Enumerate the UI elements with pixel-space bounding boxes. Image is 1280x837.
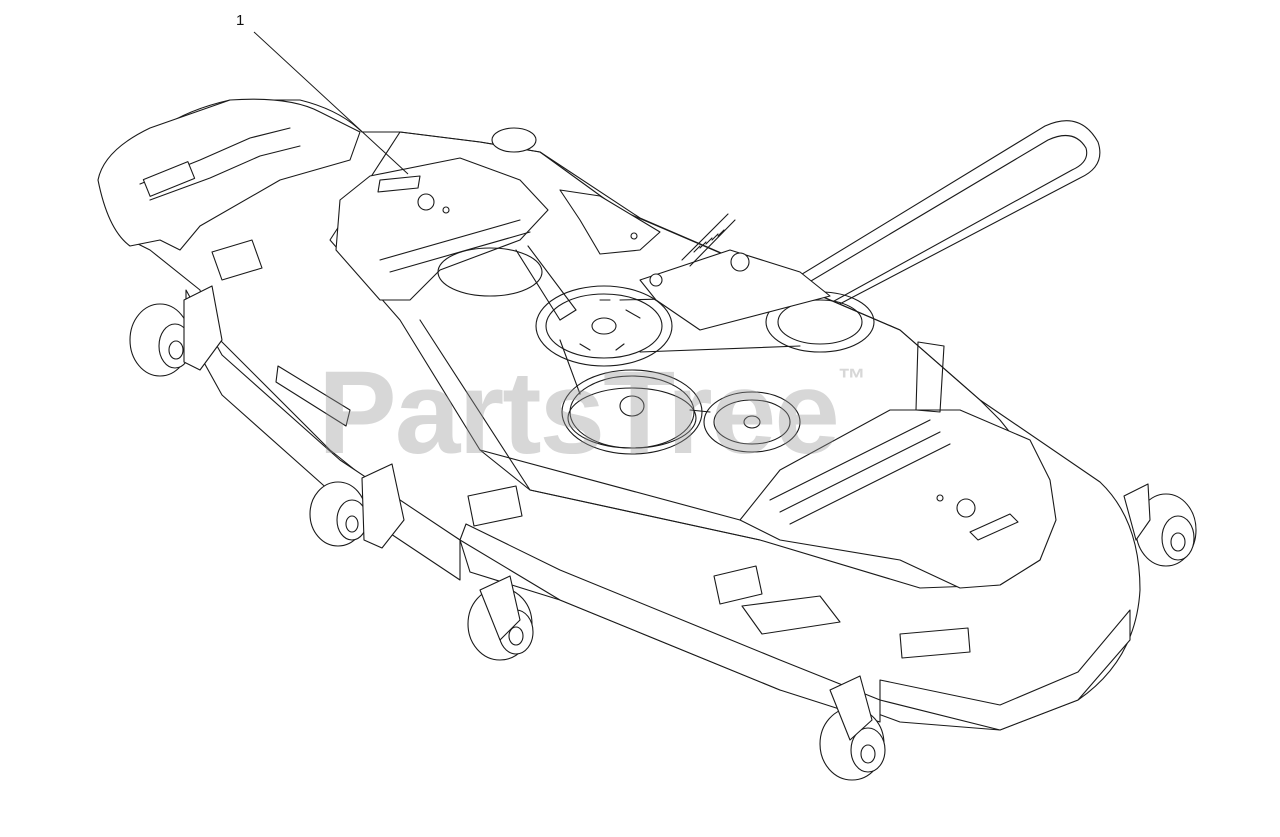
pulley-right-small [704, 392, 800, 452]
callout-number: 1 [236, 12, 245, 29]
wheel-mid-left [310, 482, 367, 546]
pulley-under-left-cover [438, 248, 542, 296]
pulley-center-upper [536, 286, 672, 366]
wheel-brackets [184, 286, 1150, 740]
pulley-center-lower [562, 370, 702, 454]
center-bracket [560, 190, 660, 254]
wheel-top-rear [492, 128, 536, 152]
left-guard [98, 99, 360, 250]
idler-arm [640, 214, 830, 330]
decals [212, 240, 970, 658]
wheel-front-left [130, 304, 191, 376]
callout-leader-line [254, 32, 408, 174]
right-spindle-cover [740, 410, 1056, 588]
wheel-right-front [1136, 494, 1196, 566]
drive-belt-loop [730, 121, 1100, 330]
wheel-rear-right [820, 708, 885, 780]
